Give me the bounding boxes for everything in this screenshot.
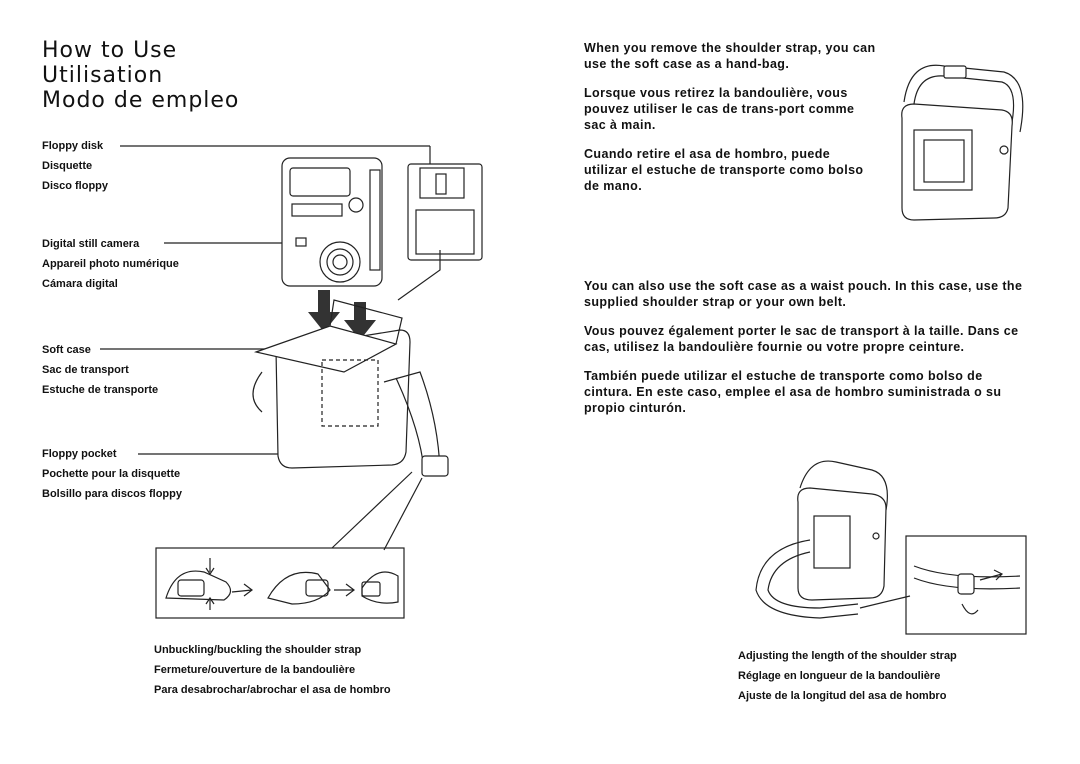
label-floppy-pocket: Floppy pocket Pochette pour la disquette… — [42, 448, 182, 500]
page-title: How to Use Utilisation Modo de empleo — [42, 38, 239, 113]
caption-buckle: Unbuckling/buckling the shoulder strap F… — [154, 644, 391, 696]
handbag-drawing — [901, 64, 1024, 221]
waist-text: You can also use the soft case as a wais… — [584, 278, 1034, 416]
handbag-text: When you remove the shoulder strap, you … — [584, 40, 876, 194]
label-camera: Digital still camera Appareil photo numé… — [42, 238, 179, 290]
label-soft-case: Soft case Sac de transport Estuche de tr… — [42, 344, 159, 396]
waist-pouch-drawing — [755, 460, 1027, 635]
label-floppy-disk: Floppy disk Disquette Disco floppy — [42, 140, 109, 192]
waist-text-fr: Vous pouvez également porter le sac de t… — [584, 324, 1019, 354]
handbag-text-en: When you remove the shoulder strap, you … — [584, 41, 876, 71]
handbag-text-fr: Lorsque vous retirez la bandoulière, vou… — [584, 86, 855, 132]
title-en: How to Use — [42, 38, 178, 63]
insert-arrows — [308, 290, 376, 340]
camera-drawing — [281, 157, 383, 287]
handbag-text-es: Cuando retire el asa de hombro, puede ut… — [584, 147, 864, 193]
waist-text-en: You can also use the soft case as a wais… — [584, 279, 1023, 309]
title-fr: Utilisation — [42, 63, 164, 88]
waist-text-es: También puede utilizar el estuche de tra… — [584, 369, 1002, 415]
caption-adjust: Adjusting the length of the shoulder str… — [738, 650, 957, 702]
floppy-drawing — [407, 163, 483, 261]
title-es: Modo de empleo — [42, 88, 240, 113]
buckle-inset — [155, 547, 405, 619]
soft-case-drawing — [252, 299, 449, 477]
